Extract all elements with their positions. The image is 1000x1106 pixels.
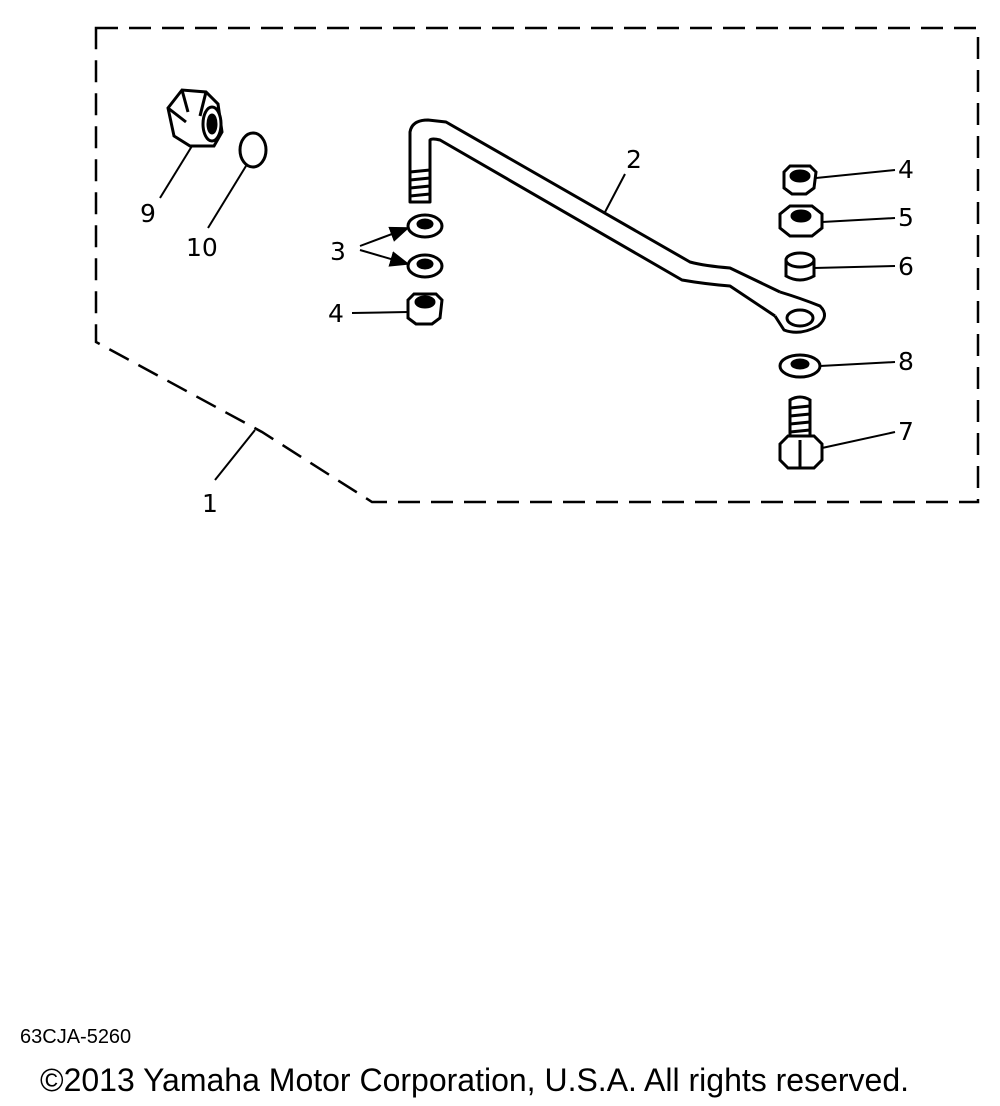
callout-4-right: 4	[898, 155, 914, 184]
o-ring-part	[238, 131, 268, 169]
washer-pair-part	[406, 213, 444, 279]
callout-8: 8	[898, 347, 914, 376]
kit-boundary	[94, 26, 980, 504]
callout-10: 10	[186, 233, 218, 262]
callout-4-left: 4	[328, 299, 344, 328]
collar-part	[784, 251, 816, 282]
lock-nut-left-part	[406, 292, 444, 326]
washer-part	[778, 353, 822, 379]
drag-link-rod	[408, 118, 826, 334]
callout-2: 2	[626, 145, 642, 174]
lock-nut-right-part	[782, 164, 818, 196]
callout-3: 3	[330, 237, 346, 266]
hex-nut-part	[778, 204, 824, 238]
callout-5: 5	[898, 203, 914, 232]
cap-nut-part	[166, 88, 224, 148]
callout-1: 1	[202, 489, 218, 518]
diagram-part-code: 63CJA-5260	[20, 1026, 132, 1048]
callout-9: 9	[140, 199, 156, 228]
copyright-notice: ©2013 Yamaha Motor Corporation, U.S.A. A…	[40, 1062, 910, 1098]
leader-lines	[159, 145, 896, 481]
callout-6: 6	[898, 252, 914, 281]
bolt-part	[778, 395, 824, 470]
callout-7: 7	[898, 417, 914, 446]
